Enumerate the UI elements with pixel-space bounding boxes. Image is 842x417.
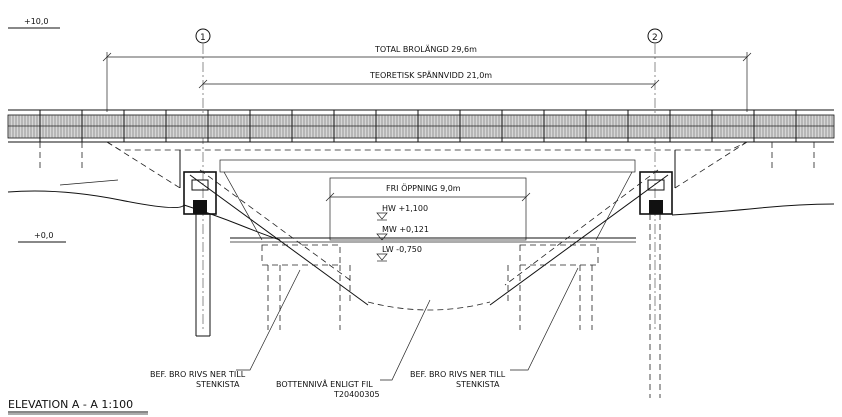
river-bed-profile [367,301,491,311]
note-right-line1: BEF. BRO RIVS NER TILL [410,370,506,379]
drawing-title-text: ELEVATION A - A 1:100 [8,398,133,411]
level-label-top: +10,0 [24,17,49,26]
axis-marker-1: 1 [195,28,211,330]
axis-label-1: 1 [200,33,206,43]
railing-posts [39,142,815,168]
note-bottom-line1: BOTTENNIVÅ ENLIGT FIL [276,378,373,389]
bridge-superstructure [106,141,748,189]
water-level-mw-label: MW +0,121 [382,225,429,234]
existing-bridge-slopes [189,169,669,306]
dimension-total-length-label: TOTAL BROLÄNGD 29,6m [374,44,477,54]
dimension-total-length: TOTAL BROLÄNGD 29,6m [102,44,752,112]
dimension-opening: FRI ÖPPNING 9,0m [325,177,531,241]
bridge-railing [7,109,835,143]
stone-crib-right [507,244,599,330]
level-marker-top: +10,0 [8,17,60,29]
note-left: BEF. BRO RIVS NER TILL STENKISTA [150,370,246,389]
water-level-mw: MW +0,121 [230,225,636,243]
drawing-title: ELEVATION A - A 1:100 [8,398,148,415]
dimension-opening-label: FRI ÖPPNING 9,0m [386,183,461,193]
leader-lines [236,267,579,381]
water-level-lw: LW -0,750 [376,245,422,262]
dimension-span: TEORETISK SPÄNNVIDD 21,0m [198,70,660,89]
stone-crib-left [261,244,351,330]
level-label-zero: +0,0 [34,231,53,240]
note-left-line2: STENKISTA [196,380,240,389]
water-level-lw-label: LW -0,750 [382,245,422,254]
axis-label-2: 2 [652,33,658,43]
abutment-left [183,171,217,337]
water-level-hw-label: HW +1,100 [382,204,428,213]
abutment-right [639,171,673,398]
note-left-line1: BEF. BRO RIVS NER TILL [150,370,246,379]
axis-marker-2: 2 [647,28,663,330]
terrain-profile [7,179,835,241]
note-bottom-line2: T20400305 [333,390,380,399]
water-level-hw: HW +1,100 [376,204,428,221]
note-bottom: BOTTENNIVÅ ENLIGT FIL T20400305 [276,378,380,399]
note-right: BEF. BRO RIVS NER TILL STENKISTA [410,370,506,389]
note-right-line2: STENKISTA [456,380,500,389]
dimension-span-label: TEORETISK SPÄNNVIDD 21,0m [369,70,492,80]
level-marker-zero: +0,0 [18,231,66,243]
